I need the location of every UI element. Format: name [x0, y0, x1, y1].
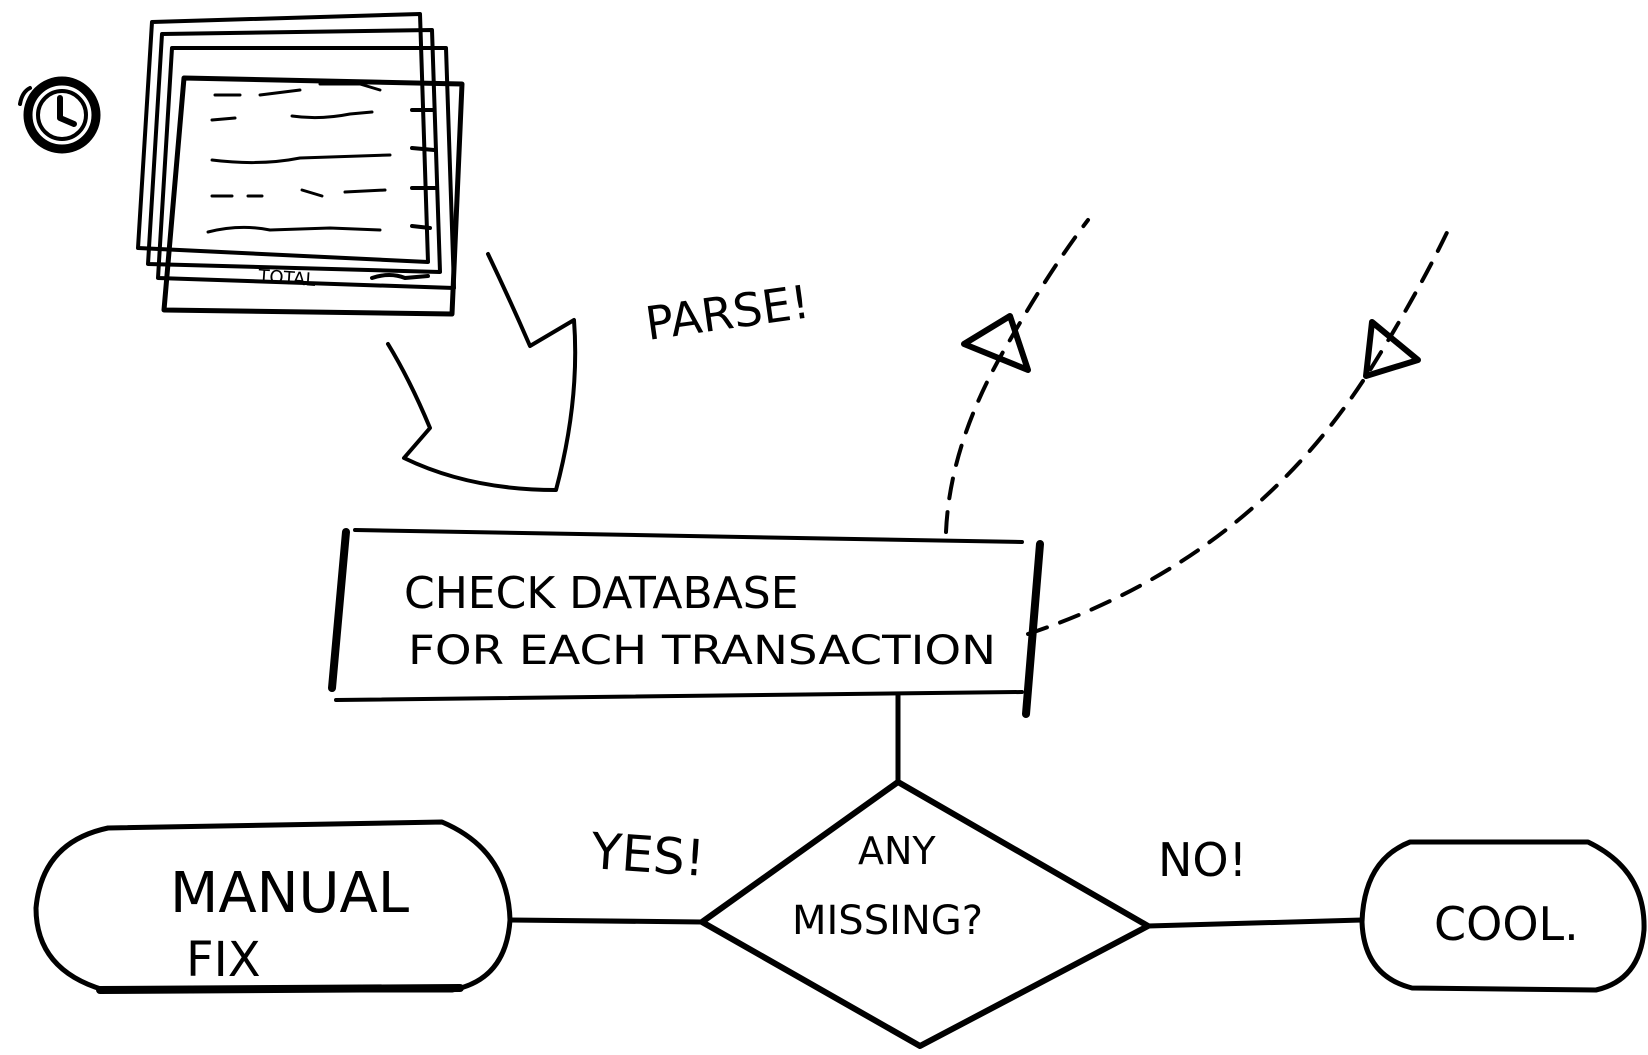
- clock-icon: [18, 76, 101, 154]
- dashed-arrow-up: [944, 218, 1090, 534]
- check-database-line1: Check Database: [404, 568, 799, 619]
- yes-label: Yes!: [588, 822, 707, 888]
- manual-fix-terminal: [33, 819, 513, 994]
- check-database-box: [328, 528, 1044, 718]
- parse-label: Parse!: [642, 274, 813, 350]
- cool-terminal: [1359, 839, 1647, 993]
- yes-connector: [507, 917, 705, 925]
- manual-fix-line1: Manual: [170, 861, 409, 926]
- no-connector: [1145, 917, 1365, 929]
- manual-fix-line2: Fix: [186, 932, 261, 988]
- dashed-arrow-right: [1026, 220, 1454, 636]
- cool-label: Cool.: [1434, 897, 1579, 951]
- parse-arrow: [386, 252, 578, 492]
- decision-diamond: [699, 779, 1151, 1049]
- decision-line1: Any: [858, 829, 936, 873]
- no-label: No!: [1158, 833, 1247, 887]
- check-database-line2: For Each Transaction: [408, 628, 996, 674]
- document-stack: [136, 12, 465, 317]
- total-label: Total: [257, 266, 316, 291]
- decision-line2: Missing?: [792, 898, 983, 944]
